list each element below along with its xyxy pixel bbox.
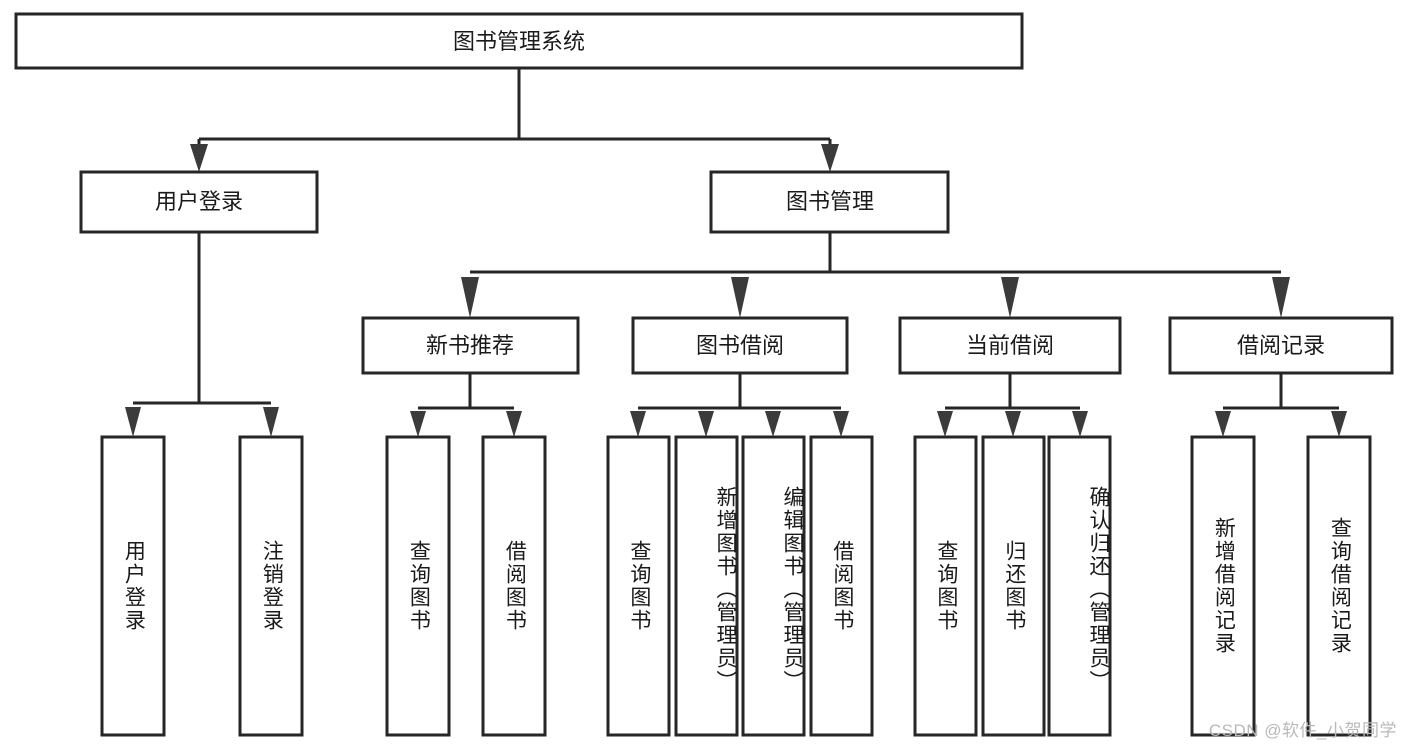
node-leaf-query-book-1-box[interactable] (385, 435, 451, 737)
node-leaf-query-book-3-box[interactable] (913, 435, 978, 737)
node-current-borrow-label: 当前借阅 (966, 333, 1054, 358)
leaf-layer (100, 435, 1372, 737)
node-leaf-confirm-return-box[interactable] (1047, 435, 1112, 737)
node-leaf-add-book-box[interactable] (674, 435, 739, 737)
arrow-head-leaf-query-book-3 (937, 411, 953, 437)
node-layer: 图书管理系统 用户登录 图书管理 新书推荐 图书借阅 (14, 12, 1394, 737)
arrow-head-leaf-query-book-2 (630, 411, 646, 437)
connector-layer (125, 68, 1347, 437)
node-new-book-recommend[interactable]: 新书推荐 (361, 316, 580, 375)
arrow-head-leaf-borrow-book-2 (833, 411, 849, 437)
node-leaf-borrow-book-1-box[interactable] (481, 435, 547, 737)
csdn-watermark: CSDN @软件_小贺同学 (1208, 721, 1397, 740)
arrow-head-user-login (190, 144, 208, 172)
arrow-head-leaf-borrow-book-1 (506, 411, 522, 437)
node-book-borrow-label: 图书借阅 (696, 333, 784, 358)
node-borrow-record[interactable]: 借阅记录 (1168, 316, 1394, 375)
arrow-head-new-book-recommend (461, 277, 479, 318)
node-user-login-box[interactable] (79, 170, 319, 234)
node-leaf-user-login-box[interactable] (100, 435, 166, 737)
arrow-head-current-borrow (1001, 277, 1019, 318)
arrow-head-book-management (821, 144, 839, 172)
node-leaf-query-record-box[interactable] (1306, 435, 1372, 737)
node-leaf-query-book-2-box[interactable] (606, 435, 671, 737)
node-new-book-recommend-label: 新书推荐 (426, 333, 514, 358)
node-root-box[interactable] (14, 12, 1024, 70)
arrow-head-leaf-query-book-1 (410, 411, 426, 437)
node-leaf-return-book-box[interactable] (981, 435, 1046, 737)
node-leaf-borrow-book-2-box[interactable] (809, 435, 874, 737)
arrow-head-leaf-edit-book (765, 411, 781, 437)
arrow-head-book-borrow (731, 277, 749, 318)
node-leaf-logout-box[interactable] (238, 435, 304, 737)
node-borrow-record-box[interactable] (1168, 316, 1394, 375)
arrow-head-leaf-add-record (1215, 411, 1231, 437)
node-book-borrow[interactable]: 图书借阅 (631, 316, 849, 375)
arrow-head-leaf-query-record (1331, 411, 1347, 437)
node-current-borrow-box[interactable] (898, 316, 1122, 375)
node-book-management[interactable]: 图书管理 (709, 170, 950, 234)
node-user-login[interactable]: 用户登录 (79, 170, 319, 234)
node-book-borrow-box[interactable] (631, 316, 849, 375)
node-user-login-label: 用户登录 (155, 189, 243, 214)
node-book-management-label: 图书管理 (786, 189, 874, 214)
arrow-head-leaf-logout (263, 407, 279, 437)
node-root-label: 图书管理系统 (453, 29, 585, 54)
arrow-head-leaf-confirm-return (1072, 411, 1088, 437)
arrow-head-leaf-return-book (1005, 411, 1021, 437)
node-book-management-box[interactable] (709, 170, 950, 234)
node-new-book-recommend-box[interactable] (361, 316, 580, 375)
node-borrow-record-label: 借阅记录 (1237, 333, 1325, 358)
arrow-head-leaf-add-book (698, 411, 714, 437)
node-leaf-add-record-box[interactable] (1190, 435, 1256, 737)
node-leaf-edit-book-box[interactable] (741, 435, 806, 737)
node-current-borrow[interactable]: 当前借阅 (898, 316, 1122, 375)
node-root[interactable]: 图书管理系统 (14, 12, 1024, 70)
arrow-head-borrow-record (1272, 277, 1290, 318)
arrow-head-leaf-user-login (125, 407, 141, 437)
